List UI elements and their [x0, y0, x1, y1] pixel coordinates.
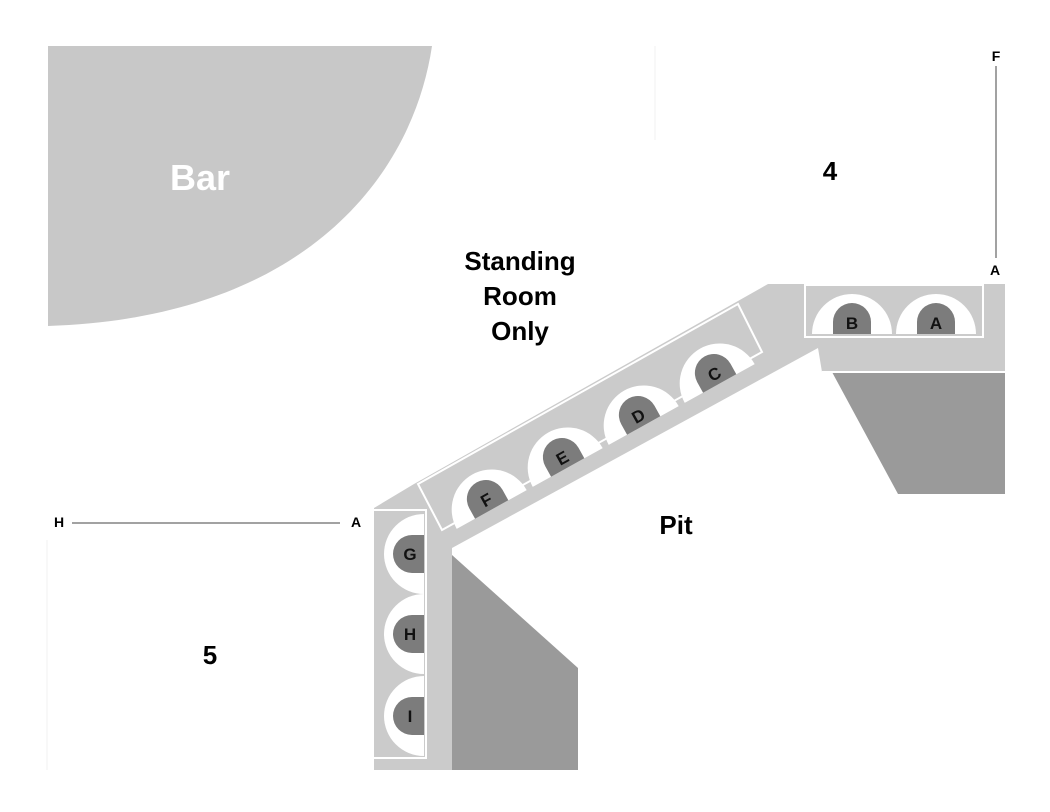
seat-5-G-label: G: [403, 545, 416, 564]
seat-5-I-label: I: [408, 707, 413, 726]
standing-room-line-3: Only: [491, 316, 549, 346]
pit-label: Pit: [659, 510, 693, 540]
section-5-row-end: A: [350, 514, 362, 530]
section-4-row-end: A: [989, 262, 1001, 278]
diagonal-seat-box: [416, 302, 764, 532]
seat-4-B[interactable]: B: [812, 294, 892, 334]
section-4-label[interactable]: 4: [822, 156, 838, 186]
section-5-label[interactable]: 5: [202, 640, 218, 670]
section-5-row-start: H: [53, 514, 65, 530]
bar-area: [48, 46, 432, 326]
seat-4-A[interactable]: A: [896, 294, 976, 334]
seat-5-I[interactable]: I: [384, 676, 424, 756]
seat-4-A-label: A: [930, 314, 942, 333]
seat-5-H[interactable]: H: [384, 594, 424, 674]
section-4-row-start: F: [991, 48, 1001, 64]
seat-diag-C[interactable]: C: [665, 329, 755, 403]
seat-5-G[interactable]: G: [384, 514, 424, 594]
bar-label: Bar: [169, 157, 231, 198]
seat-diag-D[interactable]: D: [589, 371, 679, 445]
standing-room-line-2: Room: [483, 281, 557, 311]
section-5-seat-box: [371, 509, 427, 759]
seat-diag-F[interactable]: F: [437, 455, 527, 529]
standing-room-line-1: Standing: [464, 246, 576, 276]
stair-left: [452, 555, 578, 770]
seat-4-B-label: B: [846, 314, 858, 333]
seat-diag-E[interactable]: E: [513, 413, 603, 487]
section-4-seat-box: [804, 284, 984, 338]
seat-5-H-label: H: [404, 625, 416, 644]
standing-room-label: Standing Room Only: [430, 244, 610, 349]
stair-right: [832, 372, 1005, 494]
